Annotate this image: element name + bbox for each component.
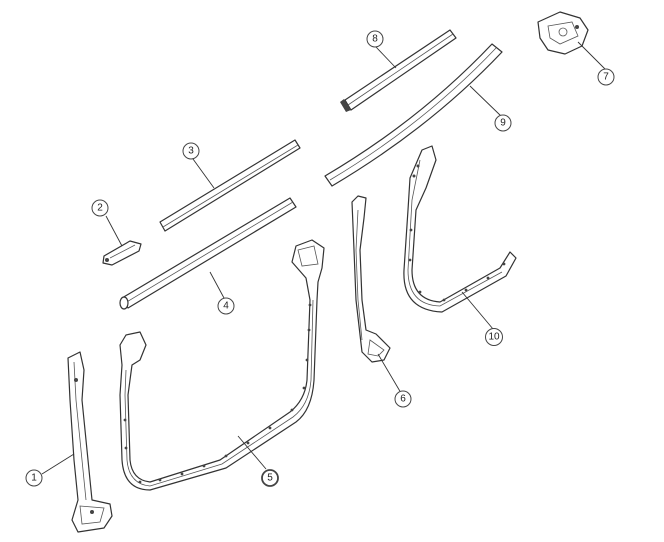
leader-1 [41, 453, 75, 475]
leader-3 [192, 158, 215, 189]
leader-7 [577, 41, 606, 70]
callout-1-label: 1 [31, 473, 37, 484]
callout-2-label: 2 [97, 203, 103, 214]
part-6-rear-pillar-strip [351, 195, 391, 363]
callout-1[interactable]: 1 [25, 469, 43, 487]
leader-2 [105, 215, 123, 247]
part-2-clip [102, 240, 142, 266]
leader-5 [237, 435, 267, 470]
leader-10 [461, 291, 494, 330]
callout-10[interactable]: 10 [485, 328, 503, 346]
callout-3[interactable]: 3 [182, 142, 200, 160]
part-7-upper-bracket [537, 11, 589, 55]
callout-6-label: 6 [400, 394, 406, 405]
callout-9-label: 9 [500, 118, 506, 129]
leader-4 [209, 271, 225, 299]
part-4-lower-weatherstrip [119, 197, 297, 310]
callout-4-label: 4 [223, 301, 229, 312]
part-8-glass-run-strip [340, 29, 457, 112]
callout-3-label: 3 [188, 146, 194, 157]
callout-2[interactable]: 2 [91, 199, 109, 217]
callout-8[interactable]: 8 [366, 30, 384, 48]
callout-6[interactable]: 6 [394, 390, 412, 408]
part-5-door-weatherstrip [119, 239, 325, 491]
callout-4[interactable]: 4 [217, 297, 235, 315]
callout-5-highlighted[interactable]: 5 [261, 469, 279, 487]
leader-8 [375, 46, 397, 69]
part-9-belt-molding [324, 43, 503, 187]
part-3-upper-weatherstrip [159, 139, 301, 232]
callout-8-label: 8 [372, 34, 378, 45]
leader-9 [469, 85, 502, 117]
leader-lines [41, 41, 606, 475]
callout-7[interactable]: 7 [597, 68, 615, 86]
callout-7-label: 7 [603, 72, 609, 83]
highlight-ring [261, 469, 279, 487]
callout-10-label: 10 [488, 332, 500, 343]
callout-9[interactable]: 9 [494, 114, 512, 132]
part-10-rear-weatherstrip [403, 145, 517, 313]
part-1-pillar-trim [67, 351, 113, 533]
leader-6 [377, 353, 402, 394]
callout-5-label: 5 [267, 473, 273, 484]
